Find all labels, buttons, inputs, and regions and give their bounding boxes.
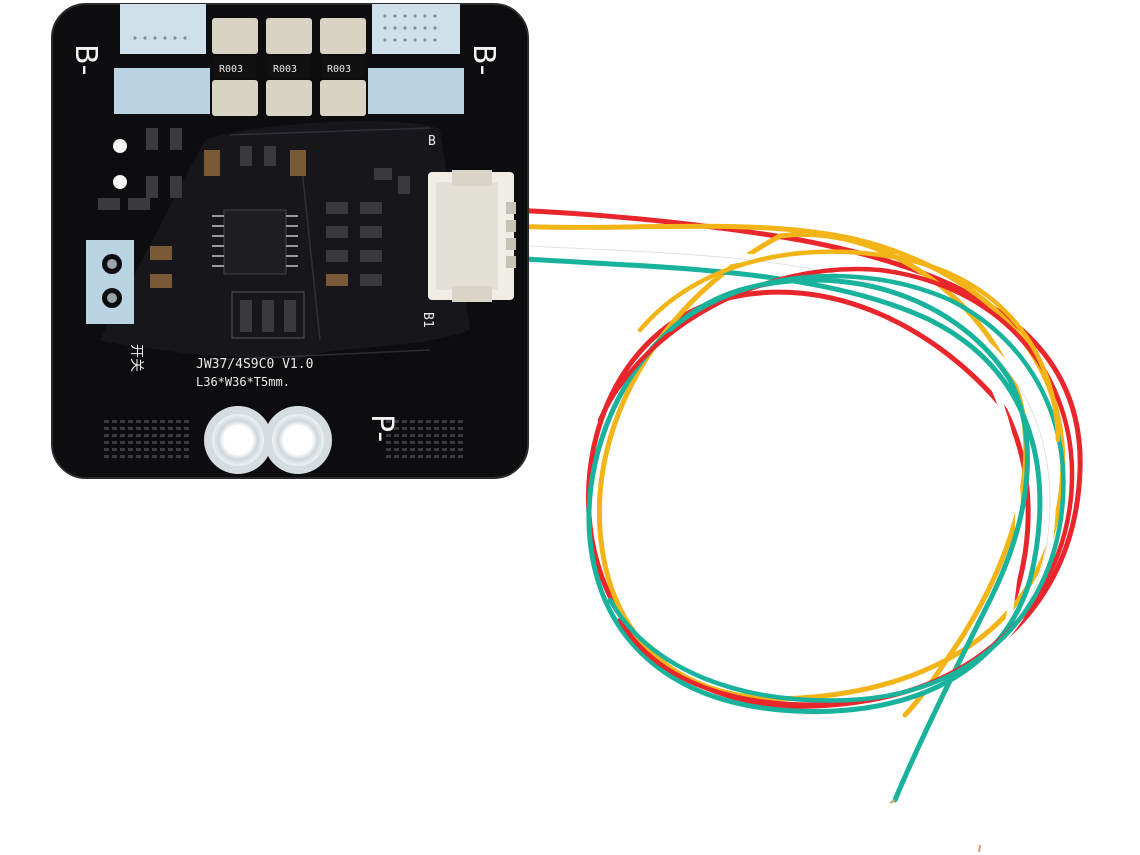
resistor-code-2: R003 <box>273 64 297 75</box>
mounting-holes <box>204 406 332 474</box>
sense-resistor-row: R003 R003 R003 <box>212 18 366 116</box>
protection-ic <box>212 209 298 275</box>
resistor-code-1: R003 <box>219 64 243 75</box>
teal-wire <box>507 255 1043 803</box>
switch-pads: 开关 <box>86 240 144 372</box>
bms-board: B- B- R003 R003 R003 <box>51 3 529 479</box>
label-switch: 开关 <box>128 344 144 372</box>
wire-bundle <box>507 207 1083 853</box>
label-b-minus-right: B- <box>466 44 501 75</box>
label-b1: B1 <box>420 312 435 328</box>
label-p-minus: P- <box>364 414 399 442</box>
resistor-code-3: R003 <box>327 64 351 75</box>
pad-b-minus-left <box>120 4 206 54</box>
smd-components <box>98 128 410 339</box>
label-dims: L36*W36*T5mm. <box>196 375 290 389</box>
label-b-vertical: B <box>428 134 436 149</box>
jst-connector <box>428 170 516 302</box>
white-wire <box>507 239 1056 848</box>
label-b-minus-left: B- <box>68 44 103 75</box>
label-model: JW37/4S9C0 V1.0 <box>196 357 313 372</box>
